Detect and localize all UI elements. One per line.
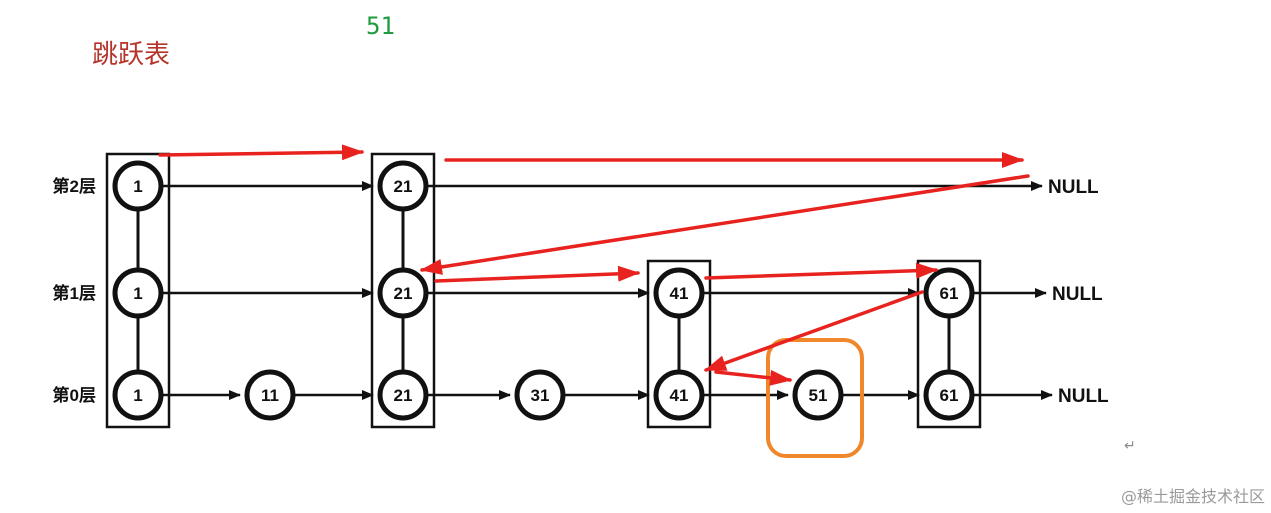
search-value: 51 (366, 12, 395, 40)
diagram-title: 跳跃表 (92, 40, 171, 70)
node-1: 1 (112, 369, 164, 421)
node-circle (923, 267, 975, 319)
node-61: 61 (923, 369, 975, 421)
search-path-arrow (420, 174, 1030, 275)
node-41: 41 (653, 369, 705, 421)
node-value: 21 (394, 177, 413, 196)
node-51: 51 (792, 369, 844, 421)
node-value: 41 (670, 386, 689, 405)
node-value: 51 (809, 386, 828, 405)
return-mark: ↵ (1124, 438, 1136, 454)
node-11: 11 (244, 369, 296, 421)
node-value: 21 (394, 386, 413, 405)
node-21: 21 (377, 267, 429, 319)
node-circle (377, 267, 429, 319)
null-label: NULL (1048, 177, 1099, 198)
found-node-highlight (766, 338, 864, 458)
search-path-arrow (704, 290, 924, 372)
node-circle (653, 369, 705, 421)
null-label: NULL (1058, 386, 1109, 407)
null-label: NULL (1052, 284, 1103, 305)
node-value: 11 (261, 386, 279, 405)
watermark: @稀土掘金技术社区 (1120, 487, 1265, 506)
node-circle (377, 160, 429, 212)
tower-box-41 (646, 259, 712, 429)
node-value: 21 (394, 284, 413, 303)
node-21: 21 (377, 369, 429, 421)
node-31: 31 (514, 369, 566, 421)
node-value: 61 (940, 386, 959, 405)
search-path-arrow (714, 369, 792, 386)
node-circle (112, 369, 164, 421)
node-circle (514, 369, 566, 421)
node-value: 41 (670, 284, 689, 303)
node-value: 1 (133, 386, 142, 405)
node-21: 21 (377, 160, 429, 212)
node-1: 1 (112, 267, 164, 319)
node-41: 41 (653, 267, 705, 319)
node-1: 1 (112, 160, 164, 212)
node-value: 61 (940, 284, 959, 303)
node-value: 31 (531, 386, 550, 405)
node-circle (112, 267, 164, 319)
search-path-arrow (434, 265, 640, 283)
tower-box-1 (105, 152, 171, 429)
level-label: 第1层 (53, 283, 96, 303)
tower-boxes (105, 152, 982, 429)
node-circle (923, 369, 975, 421)
level-label: 第2层 (53, 176, 96, 196)
node-circle (792, 369, 844, 421)
null-labels: NULL NULL NULL (1048, 177, 1109, 407)
search-path-arrow (158, 144, 364, 161)
found-node-highlight-box (766, 338, 864, 458)
vertical-links (136, 209, 951, 372)
level-links (162, 181, 1053, 400)
node-value: 1 (133, 284, 142, 303)
node-circle (377, 369, 429, 421)
node-value: 1 (133, 177, 142, 196)
search-path-arrow (704, 262, 938, 280)
search-path (158, 144, 1030, 386)
node-circle (244, 369, 296, 421)
node-61: 61 (923, 267, 975, 319)
tower-box-61 (916, 259, 982, 429)
level-label: 第0层 (53, 385, 96, 405)
node-circle (112, 160, 164, 212)
node-circle (653, 267, 705, 319)
